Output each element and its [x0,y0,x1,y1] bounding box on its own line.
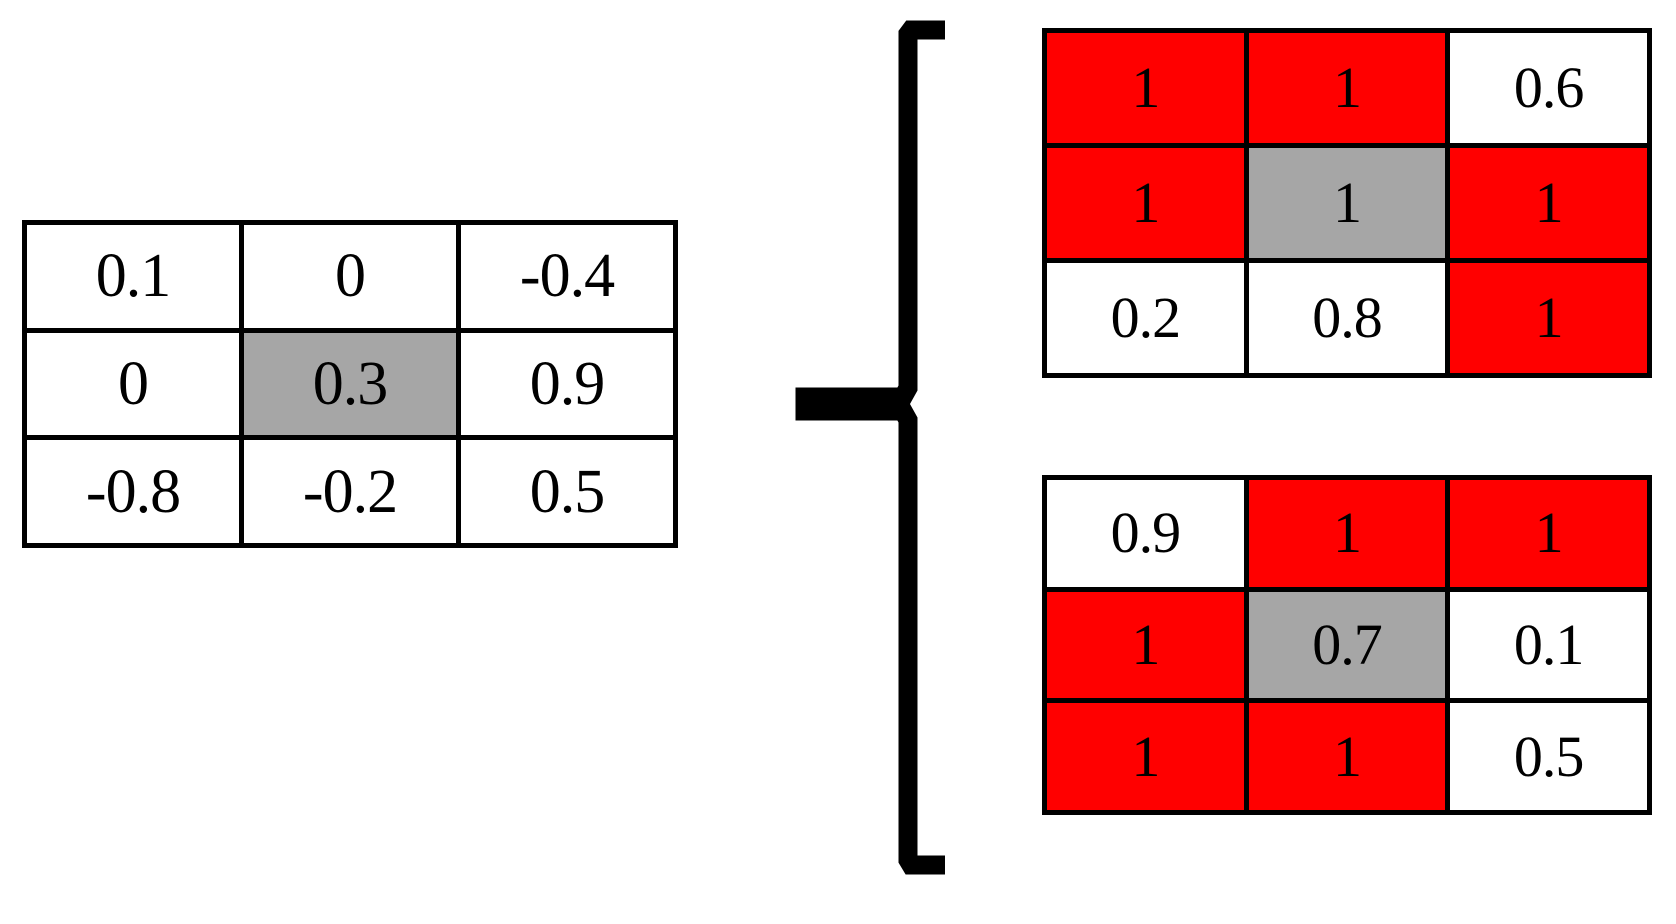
matrix-cell: 0 [244,225,456,328]
matrix-cell-highlighted: 0.7 [1248,591,1446,699]
left-input-matrix: 0.1 0 -0.4 0 0.3 0.9 -0.8 -0.2 0.5 [22,220,678,548]
bottom-right-output-matrix: 0.9 1 1 1 0.7 0.1 1 1 0.5 [1042,475,1652,815]
matrix-cell: 0.2 [1047,263,1244,373]
matrix-cell: 0.1 [1450,591,1647,699]
matrix-cell: 0 [27,332,239,436]
matrix-cell-saturated: 1 [1450,480,1647,587]
matrix-cell: 0.5 [1450,703,1647,810]
matrix-cell-saturated: 1 [1047,33,1244,143]
matrix-cell-highlighted: 0.3 [244,332,456,436]
matrix-cell-saturated: 1 [1047,703,1244,810]
matrix-cell: 0.6 [1450,33,1647,143]
matrix-cell-saturated: 1 [1248,703,1446,810]
matrix-cell-saturated: 1 [1248,480,1446,587]
matrix-cell-saturated: 1 [1047,591,1244,699]
matrix-cell: 0.8 [1248,263,1446,373]
matrix-cell-saturated: 1 [1450,148,1647,258]
top-right-output-matrix: 1 1 0.6 1 1 1 0.2 0.8 1 [1042,28,1652,378]
matrix-cell-saturated: 1 [1047,148,1244,258]
matrix-cell: 0.5 [461,440,673,543]
matrix-cell: 0.9 [1047,480,1244,587]
curly-brace-right-icon [795,18,960,883]
matrix-cell-saturated: 1 [1450,263,1647,373]
matrix-cell-highlighted: 1 [1248,148,1446,258]
matrix-cell: 0.9 [461,332,673,436]
matrix-cell: -0.8 [27,440,239,543]
matrix-cell-saturated: 1 [1248,33,1446,143]
matrix-cell: 0.1 [27,225,239,328]
matrix-cell: -0.4 [461,225,673,328]
matrix-cell: -0.2 [244,440,456,543]
